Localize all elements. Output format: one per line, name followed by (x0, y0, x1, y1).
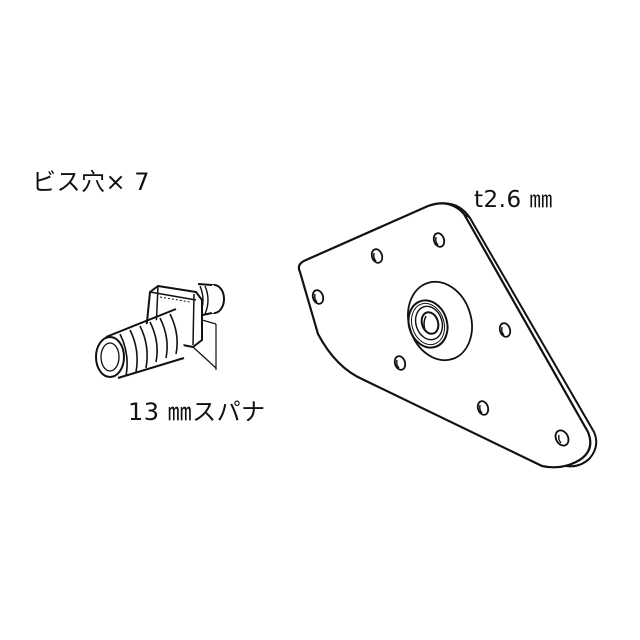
screw-hole-icon (432, 232, 446, 248)
screw-hole-count-label: ビス穴× 7 (32, 168, 151, 196)
mounting-plate-icon (297, 202, 598, 469)
screw-hole-icon (554, 429, 570, 447)
screw-hole-icon (311, 289, 325, 305)
spanner-size-label: 13 ㎜スパナ (128, 398, 266, 426)
screw-hole-icon (498, 322, 512, 338)
screw-hole-icon (476, 400, 490, 416)
plate-thickness-label: t2.6 ㎜ (474, 187, 553, 213)
screw-hole-icon (370, 248, 384, 264)
screw-holes (311, 232, 570, 447)
spanner-dimension-lines (192, 319, 217, 370)
screw-hole-icon (393, 355, 407, 371)
hex-bolt-icon (95, 283, 225, 379)
bolt-threaded-shank (95, 308, 186, 379)
bearing-icon (407, 299, 449, 349)
plate-edge (435, 202, 598, 468)
